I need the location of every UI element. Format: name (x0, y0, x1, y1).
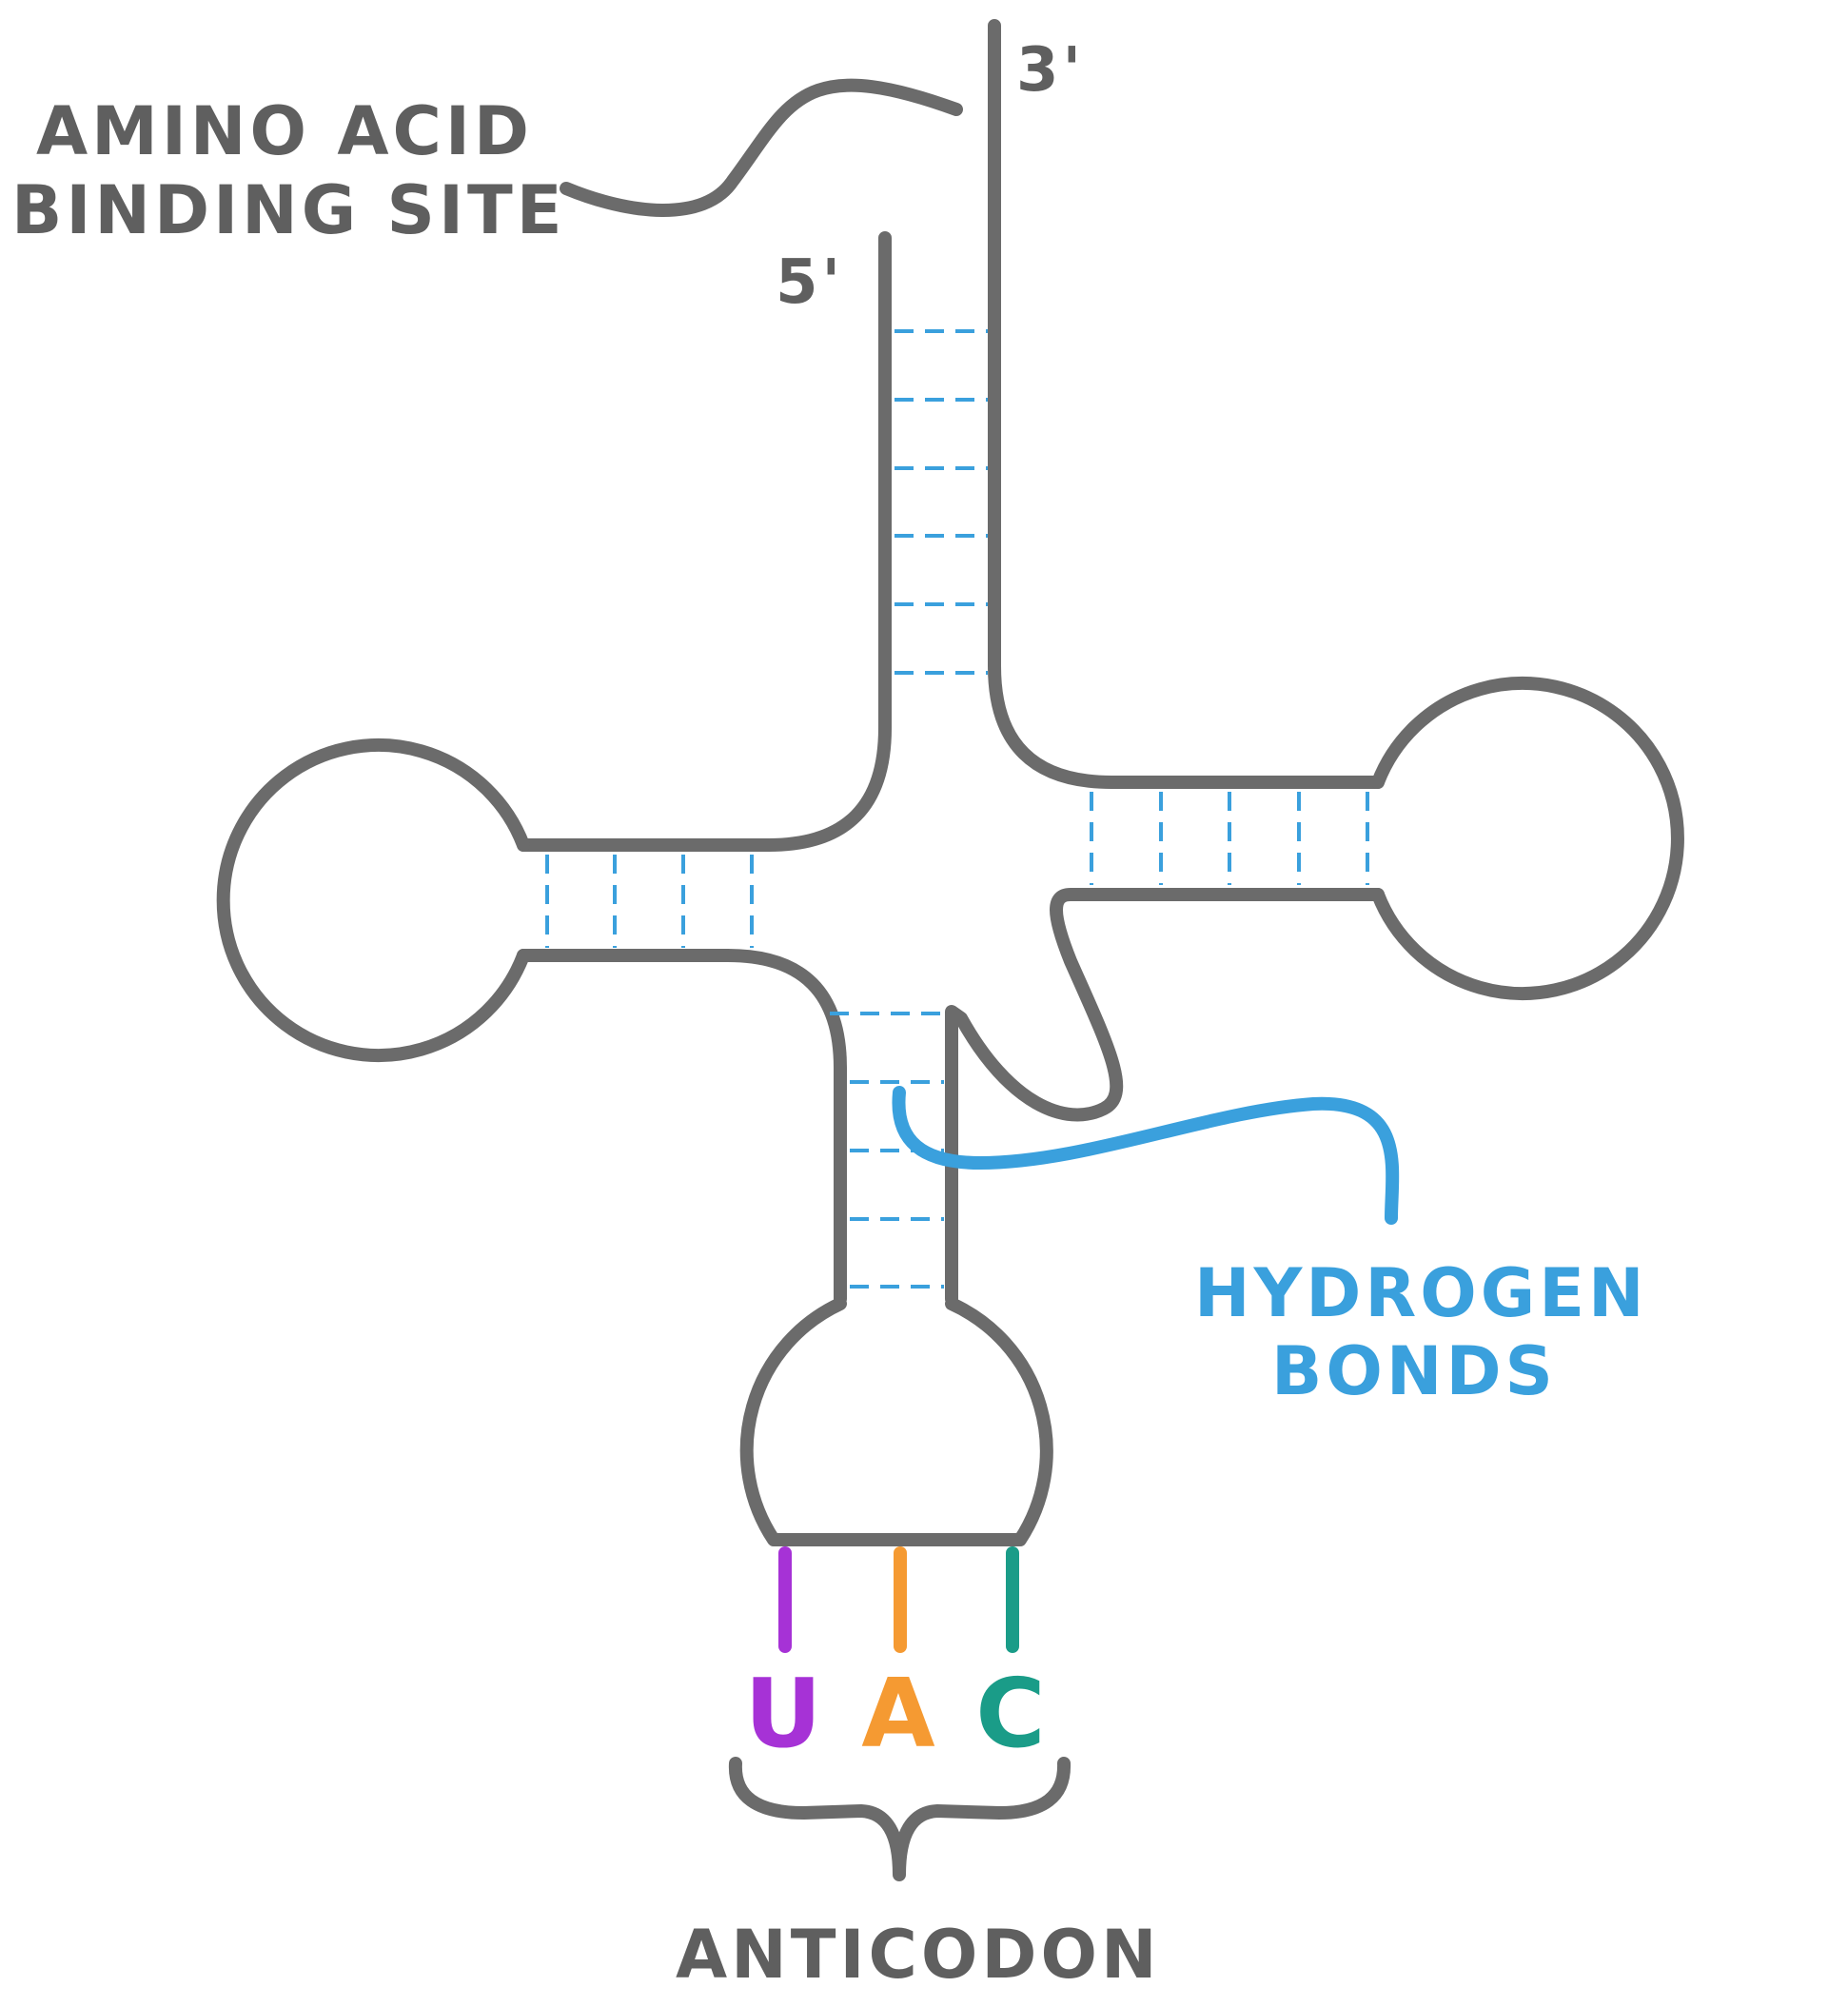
base-u: U (744, 1658, 825, 1769)
base-a: A (861, 1658, 938, 1769)
hbonds-label-line2: BONDS (1271, 1332, 1557, 1410)
strand-5prime (517, 231, 892, 852)
amino-acid-label-line1: AMINO ACID (36, 92, 533, 170)
strand-3prime (988, 19, 1385, 789)
anticodon-bases: U A C (744, 1658, 1049, 1769)
anticodon-label: ANTICODON (676, 1916, 1161, 1994)
left-arm-bottom (517, 949, 847, 1306)
anticodon-ticks (778, 1546, 1019, 1653)
right-loop (1371, 677, 1684, 1000)
text-labels: AMINO ACID BINDING SITE 3' 5' ANTICODON (11, 35, 1161, 1994)
amino-acid-pointer (560, 78, 963, 217)
base-c: C (975, 1658, 1049, 1769)
five-prime-label: 5' (776, 247, 844, 318)
hydrogen-bonds-label: HYDROGEN BONDS (1194, 1254, 1648, 1410)
three-prime-label: 3' (1016, 35, 1085, 106)
amino-acid-label-line2: BINDING SITE (11, 171, 566, 249)
anticodon-loop (739, 1297, 1053, 1546)
hbonds-label-line1: HYDROGEN (1194, 1254, 1648, 1332)
trna-backbone (216, 19, 1684, 1881)
left-loop (216, 738, 530, 1062)
hbond-pointer (892, 1086, 1400, 1225)
anticodon-brace (728, 1757, 1071, 1881)
right-arm-bottom (945, 888, 1385, 1306)
